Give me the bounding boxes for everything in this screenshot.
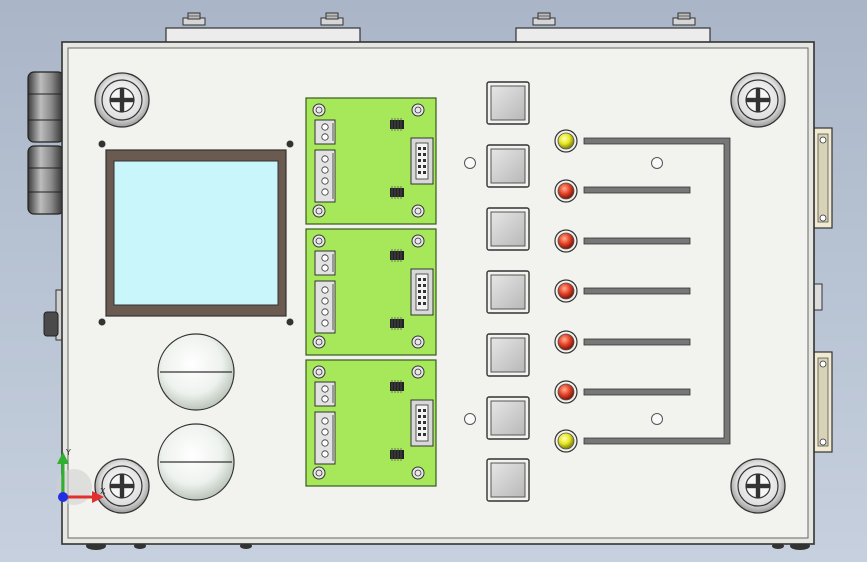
mount-hole-1	[464, 157, 476, 169]
indicator-lamp-4	[554, 279, 578, 303]
pushbutton-5[interactable]	[486, 333, 530, 377]
right-hinge-top	[813, 127, 833, 229]
pushbutton-4[interactable]	[486, 270, 530, 314]
pushbutton-3[interactable]	[486, 207, 530, 251]
corner-screw-bottom-right	[730, 458, 786, 514]
indicator-lamp-3	[554, 229, 578, 253]
mount-hole-4	[651, 413, 663, 425]
knockout-dome-bottom	[157, 423, 235, 501]
indicator-lamp-5	[554, 330, 578, 354]
pcb-module-3	[305, 359, 437, 487]
pcb-module-2	[305, 228, 437, 356]
corner-screw-top-right	[730, 72, 786, 128]
pushbutton-2[interactable]	[486, 144, 530, 188]
pushbutton-7[interactable]	[486, 458, 530, 502]
right-hinge-bottom	[813, 351, 833, 453]
cable-gland-top	[27, 71, 65, 143]
cable-gland-bottom	[27, 145, 65, 215]
pcb-module-1	[305, 97, 437, 225]
corner-screw-top-left	[94, 72, 150, 128]
label-bracket	[583, 137, 731, 445]
mount-hole-3	[651, 157, 663, 169]
indicator-lamp-1	[554, 129, 578, 153]
axis-z-origin	[58, 492, 68, 502]
knockout-dome-top	[157, 333, 235, 411]
indicator-lamp-2	[554, 179, 578, 203]
corner-screw-bottom-left	[94, 458, 150, 514]
axis-y-label: Y	[65, 448, 71, 457]
display-panel	[98, 140, 294, 326]
pushbutton-6[interactable]	[486, 396, 530, 440]
axis-x-arrow	[92, 491, 104, 503]
pushbutton-1[interactable]	[486, 81, 530, 125]
mount-hole-2	[464, 413, 476, 425]
axis-triad: Y X	[56, 448, 106, 505]
axis-x-label: X	[100, 487, 106, 496]
indicator-lamp-7	[554, 429, 578, 453]
axis-y-arrow	[57, 452, 69, 464]
indicator-lamp-6	[554, 380, 578, 404]
